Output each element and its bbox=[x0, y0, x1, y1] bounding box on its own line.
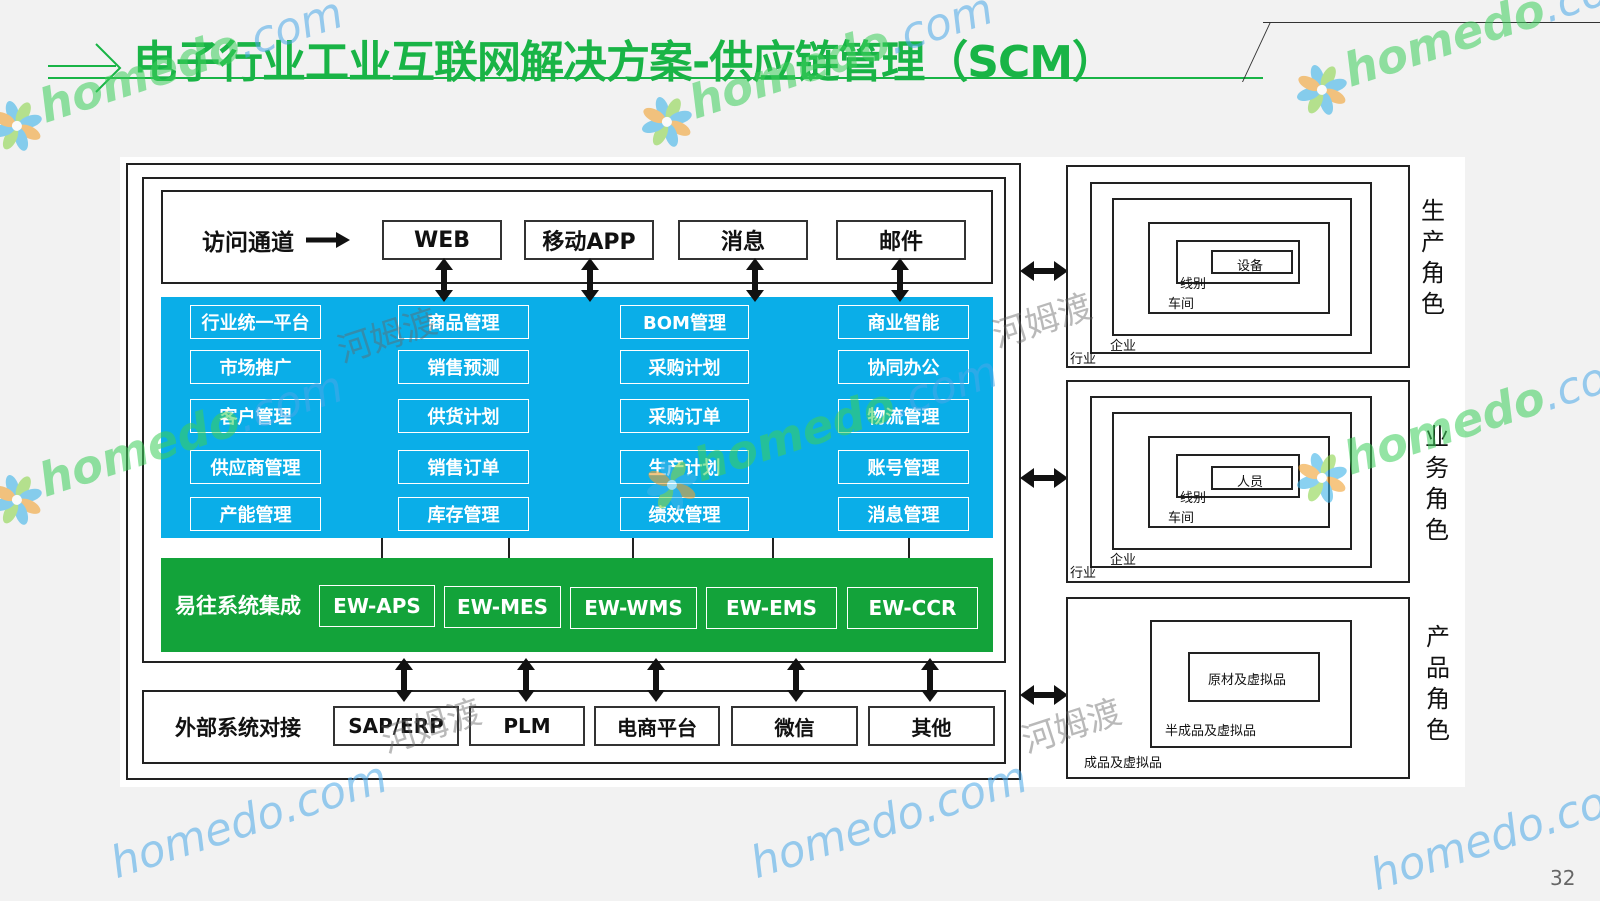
level-label: 行业 bbox=[1070, 352, 1097, 367]
module-item: 商业智能 bbox=[838, 305, 969, 339]
module-item: 销售预测 bbox=[398, 350, 529, 384]
product-role-panel bbox=[1066, 597, 1410, 779]
level-label: 企业 bbox=[1110, 553, 1137, 568]
external-wechat: 微信 bbox=[731, 706, 858, 746]
level-box bbox=[1148, 222, 1330, 314]
external-ecommerce: 电商平台 bbox=[594, 706, 720, 746]
module-item: 协同办公 bbox=[838, 350, 969, 384]
level-label: 车间 bbox=[1168, 511, 1195, 526]
level-box bbox=[1090, 182, 1372, 354]
module-item: 采购订单 bbox=[620, 399, 749, 433]
module-item: 供货计划 bbox=[398, 399, 529, 433]
level-box bbox=[1188, 652, 1320, 702]
level-label: 线别 bbox=[1180, 277, 1207, 292]
double-arrow-icon bbox=[1020, 468, 1068, 488]
channel-web: WEB bbox=[382, 220, 502, 260]
module-item: 物流管理 bbox=[838, 399, 969, 433]
channel-mail: 邮件 bbox=[836, 220, 966, 260]
channel-message: 消息 bbox=[678, 220, 808, 260]
business-role-panel bbox=[1066, 380, 1410, 583]
module-item: 行业统一平台 bbox=[190, 305, 321, 339]
external-other: 其他 bbox=[868, 706, 995, 746]
external-plm: PLM bbox=[469, 706, 585, 746]
title-underline bbox=[48, 77, 1263, 79]
module-item: 供应商管理 bbox=[190, 450, 321, 484]
level-box bbox=[1176, 240, 1300, 284]
module-item: 采购计划 bbox=[620, 350, 749, 384]
connector bbox=[908, 538, 910, 558]
module-item: 商品管理 bbox=[398, 305, 529, 339]
system-ew-wms: EW-WMS bbox=[570, 587, 697, 629]
double-arrow-icon bbox=[787, 658, 805, 702]
double-arrow-icon bbox=[435, 258, 453, 302]
module-item: BOM管理 bbox=[620, 305, 749, 339]
external-sap-erp: SAP/ERP bbox=[333, 706, 459, 746]
access-channel-label: 访问通道 bbox=[202, 230, 294, 256]
right-arrow-icon bbox=[306, 232, 350, 248]
title-arrow-icon bbox=[48, 43, 122, 93]
production-role-title: 生产角色 bbox=[1421, 197, 1445, 318]
level-label: 成品及虚拟品 bbox=[1084, 756, 1163, 771]
level-label: 行业 bbox=[1070, 566, 1097, 581]
system-ew-ems: EW-EMS bbox=[706, 587, 837, 629]
system-ew-ccr: EW-CCR bbox=[847, 587, 978, 629]
module-item: 产能管理 bbox=[190, 497, 321, 531]
level-label: 人员 bbox=[1237, 475, 1264, 490]
connector bbox=[772, 538, 774, 558]
double-arrow-icon bbox=[746, 258, 764, 302]
level-label: 设备 bbox=[1237, 259, 1264, 274]
system-ew-aps: EW-APS bbox=[319, 585, 435, 627]
module-item: 账号管理 bbox=[838, 450, 969, 484]
external-systems-label: 外部系统对接 bbox=[175, 716, 301, 740]
page-title: 电子行业工业互联网解决方案-供应链管理（SCM） bbox=[133, 37, 1116, 88]
connector bbox=[632, 538, 634, 558]
level-box bbox=[1112, 198, 1352, 336]
production-role-panel bbox=[1066, 165, 1410, 368]
double-arrow-icon bbox=[891, 258, 909, 302]
module-item: 消息管理 bbox=[838, 497, 969, 531]
double-arrow-icon bbox=[517, 658, 535, 702]
level-box bbox=[1112, 412, 1352, 550]
level-box bbox=[1150, 620, 1352, 748]
business-role-title: 业务角色 bbox=[1425, 423, 1449, 544]
level-label: 车间 bbox=[1168, 297, 1195, 312]
page-number: 32 bbox=[1550, 866, 1576, 890]
module-item: 客户管理 bbox=[190, 399, 321, 433]
double-arrow-icon bbox=[647, 658, 665, 702]
double-arrow-icon bbox=[395, 658, 413, 702]
system-ew-mes: EW-MES bbox=[444, 586, 561, 628]
level-label: 原材及虚拟品 bbox=[1208, 673, 1287, 688]
integration-label: 易往系统集成 bbox=[175, 594, 301, 618]
product-role-title: 产品角色 bbox=[1426, 623, 1450, 744]
module-item: 销售订单 bbox=[398, 450, 529, 484]
level-box bbox=[1211, 250, 1293, 274]
channel-mobile-app: 移动APP bbox=[524, 220, 654, 260]
level-box bbox=[1211, 466, 1293, 490]
level-label: 线别 bbox=[1180, 491, 1207, 506]
decor-line bbox=[1263, 22, 1600, 23]
double-arrow-icon bbox=[921, 658, 939, 702]
connector bbox=[508, 538, 510, 558]
level-box bbox=[1090, 396, 1372, 568]
double-arrow-icon bbox=[1020, 261, 1068, 281]
double-arrow-icon bbox=[581, 258, 599, 302]
level-label: 企业 bbox=[1110, 339, 1137, 354]
integration-bar bbox=[161, 558, 993, 652]
module-item: 市场推广 bbox=[190, 350, 321, 384]
module-item: 库存管理 bbox=[398, 497, 529, 531]
level-label: 半成品及虚拟品 bbox=[1165, 724, 1257, 739]
connector bbox=[381, 538, 383, 558]
